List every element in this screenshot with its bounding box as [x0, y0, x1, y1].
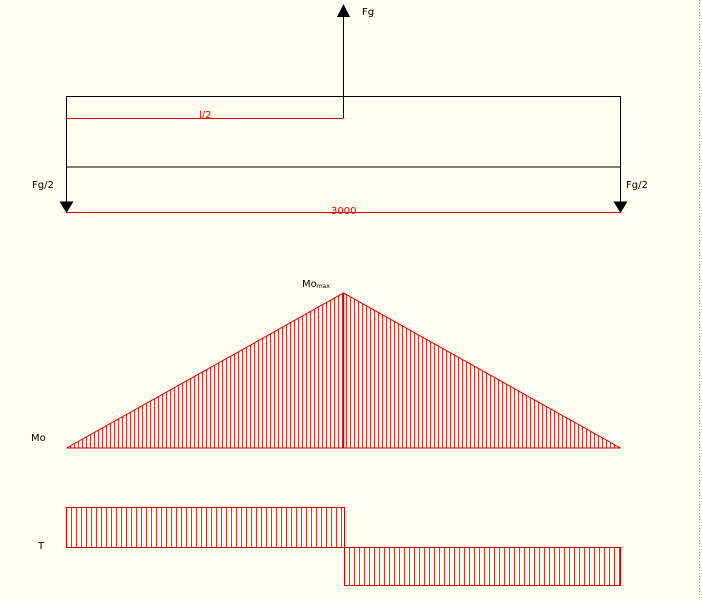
moment-diagram: Momax Mo — [31, 279, 621, 449]
shear-axis-label: T — [37, 541, 45, 552]
moment-hatching — [70, 293, 619, 448]
load-section: Fg l/2 Fg/2 Fg/2 3000 — [32, 4, 648, 217]
moment-max-sub: max — [317, 283, 331, 290]
moment-max-main: Mo — [302, 279, 317, 290]
half-length-label: l/2 — [199, 110, 212, 121]
shear-negative-block — [344, 547, 621, 586]
shear-diagram: T — [37, 507, 621, 586]
left-reaction-arrowhead — [59, 201, 74, 213]
beam-outline — [66, 96, 621, 168]
left-reaction-label: Fg/2 — [32, 180, 54, 191]
force-label: Fg — [362, 7, 374, 18]
span-length-label: 3000 — [331, 206, 356, 217]
moment-max-label: Momax — [302, 279, 330, 290]
right-reaction-arrowhead — [613, 201, 628, 213]
right-reaction-label: Fg/2 — [626, 180, 648, 191]
shear-hatching — [71, 507, 620, 586]
force-arrow-head — [337, 4, 350, 17]
shear-positive-block — [66, 507, 345, 548]
moment-axis-label: Mo — [31, 433, 46, 444]
